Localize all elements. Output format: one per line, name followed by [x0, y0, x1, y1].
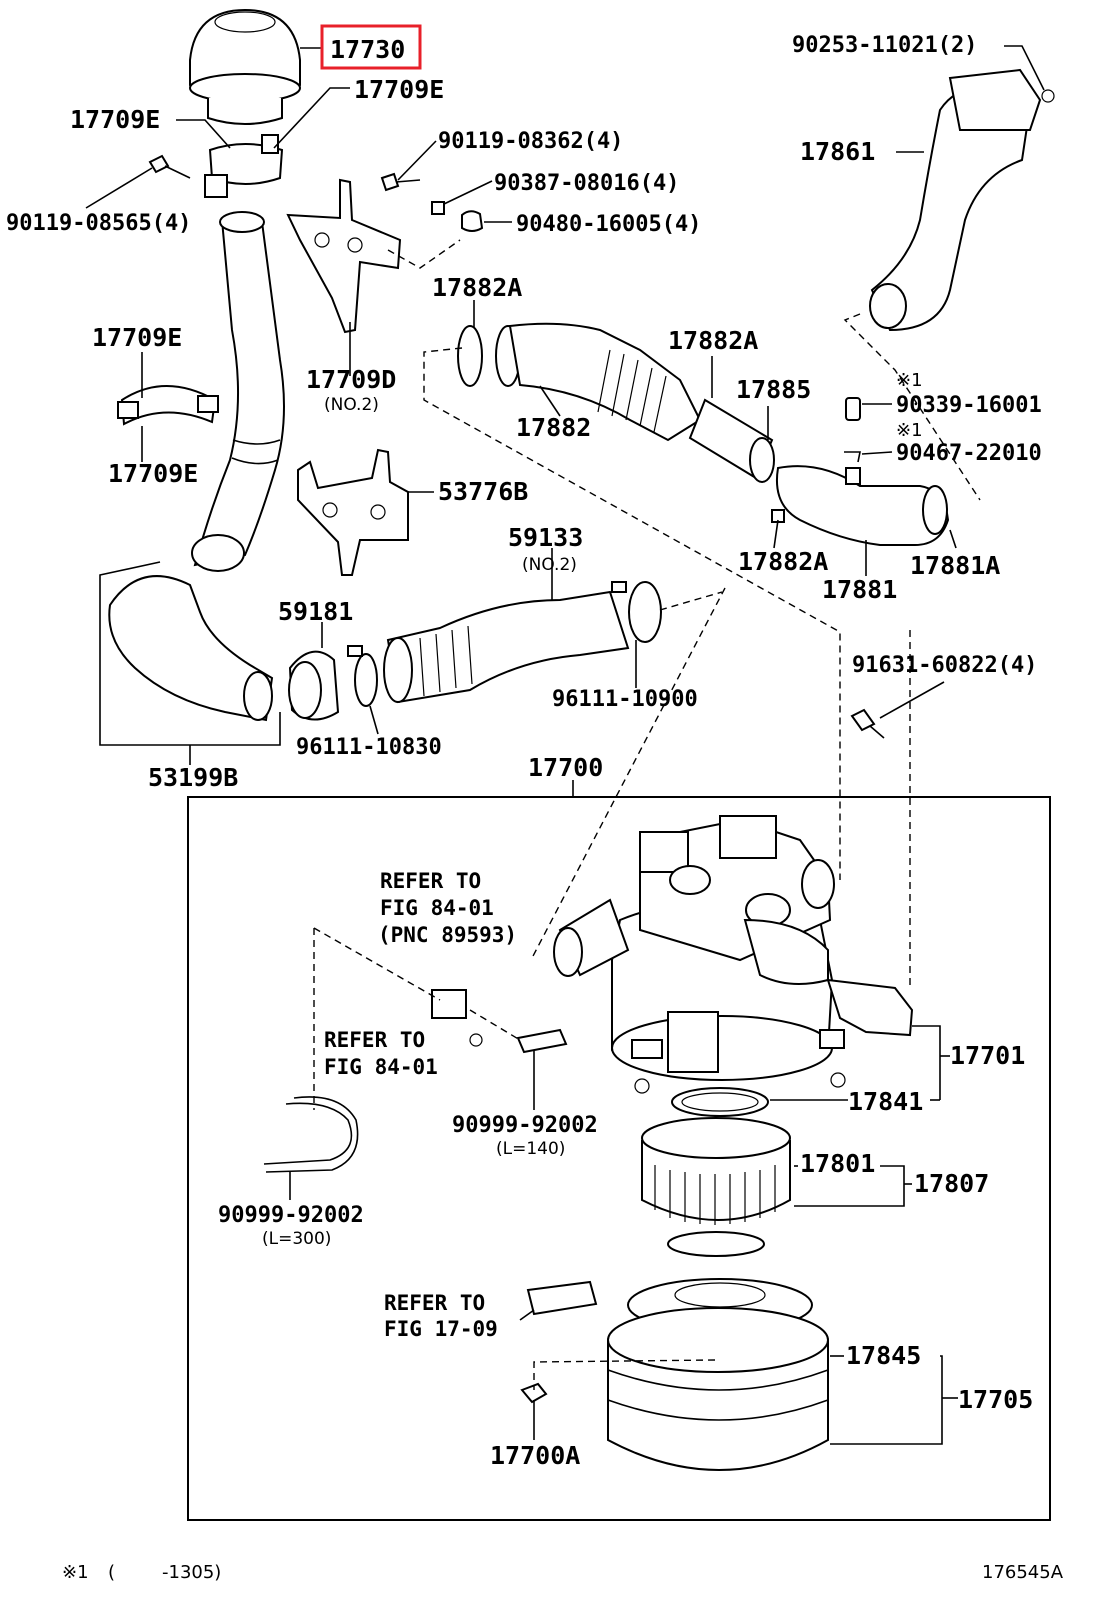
label-mark1-a: ※1 [896, 370, 923, 391]
intake-pipe-drawing [191, 211, 285, 572]
label-17882a-top: 17882A [432, 273, 522, 302]
hose-17881-drawing [771, 465, 950, 546]
pipe-17861-drawing [869, 68, 1055, 332]
label-17709d: 17709D [306, 365, 396, 394]
label-17882a-right: 17882A [668, 326, 758, 355]
leader-lines [85, 45, 1051, 1521]
label-17881: 17881 [822, 575, 897, 604]
label-17700: 17700 [528, 753, 603, 782]
air-intake-cap-drawing [189, 8, 301, 125]
label-17841: 17841 [848, 1087, 923, 1116]
label-90480-16005: 90480-16005(4) [516, 212, 701, 237]
label-17700a: 17700A [490, 1441, 580, 1470]
bolt-91631-drawing [850, 708, 885, 739]
label-90119-08565: 90119-08565(4) [6, 211, 191, 236]
air-cleaner-assembly-drawing [263, 815, 914, 1471]
footnote-mark: ※1 [62, 1562, 89, 1583]
bracket-53776b-drawing [297, 448, 409, 576]
label-17730: 17730 [330, 35, 405, 64]
label-17709e-upper-right: 17709E [354, 75, 444, 104]
label-17709e-upper-left: 17709E [70, 105, 160, 134]
bolt-90119-08565-drawing [148, 154, 191, 179]
footnote-range: -1305) [162, 1562, 221, 1583]
tube-17885-drawing [688, 398, 775, 483]
ref3-line1: REFER TO [384, 1291, 485, 1315]
label-90119-08362: 90119-08362(4) [438, 129, 623, 154]
label-96111-10830: 96111-10830 [296, 735, 442, 760]
label-90999-92002-l140-sub: (L=140) [496, 1139, 565, 1159]
footnote-open: ( [108, 1562, 115, 1583]
label-90339-16001: 90339-16001 [896, 393, 1042, 418]
label-17807: 17807 [914, 1169, 989, 1198]
label-59133: 59133 [508, 523, 583, 552]
dashed-connection-lines [313, 239, 981, 1390]
ref1-line2: FIG 84-01 [380, 896, 494, 920]
highlight-box [320, 24, 422, 70]
label-17709d-sub: (NO.2) [324, 395, 379, 415]
bolt-90119-08362-drawing [380, 172, 484, 232]
bracket-17709d-drawing [286, 178, 402, 334]
label-91631-60822: 91631-60822(4) [852, 653, 1037, 678]
ref1-line3: (PNC 89593) [378, 923, 517, 947]
label-90467-22010: 90467-22010 [896, 441, 1042, 466]
label-17705: 17705 [958, 1385, 1033, 1414]
label-17709e-mid-top: 17709E [92, 323, 182, 352]
connector-59181-drawing [288, 650, 340, 721]
label-17701: 17701 [950, 1041, 1025, 1070]
clamp-mid-drawing [117, 385, 219, 426]
label-90999-92002-l300-sub: (L=300) [262, 1229, 331, 1249]
label-17881a: 17881A [910, 551, 1000, 580]
label-17882a-lower: 17882A [738, 547, 828, 576]
label-90999-92002-l140: 90999-92002 [452, 1113, 598, 1138]
duct-59133-drawing [383, 590, 630, 704]
label-17885: 17885 [736, 375, 811, 404]
label-90999-92002-l300: 90999-92002 [218, 1203, 364, 1228]
ref2-line1: REFER TO [324, 1028, 425, 1052]
label-17845: 17845 [846, 1341, 921, 1370]
label-17709e-mid-bottom: 17709E [108, 459, 198, 488]
label-mark1-b: ※1 [896, 420, 923, 441]
label-53776b: 53776B [438, 477, 528, 506]
label-17861: 17861 [800, 137, 875, 166]
figure-id: 176545A [982, 1562, 1064, 1583]
label-17801: 17801 [800, 1149, 875, 1178]
ref1-line1: REFER TO [380, 869, 481, 893]
ref2-line2: FIG 84-01 [324, 1055, 438, 1079]
label-90253-11021: 90253-11021(2) [792, 33, 977, 58]
label-53199b: 53199B [148, 763, 238, 792]
label-59133-sub: (NO.2) [522, 555, 577, 575]
hose-53199b-drawing [108, 575, 274, 722]
hose-17882-drawing [457, 322, 702, 442]
clamp-96111-10830-drawing [347, 645, 378, 707]
small-parts-90339-90467-drawing [844, 397, 861, 463]
label-59181: 59181 [278, 597, 353, 626]
label-96111-10900: 96111-10900 [552, 687, 698, 712]
label-90387-08016: 90387-08016(4) [494, 171, 679, 196]
clamp-upper-drawing [204, 134, 284, 198]
clamp-96111-10900-drawing [611, 581, 662, 643]
label-17882: 17882 [516, 413, 591, 442]
ref3-line2: FIG 17-09 [384, 1317, 498, 1341]
